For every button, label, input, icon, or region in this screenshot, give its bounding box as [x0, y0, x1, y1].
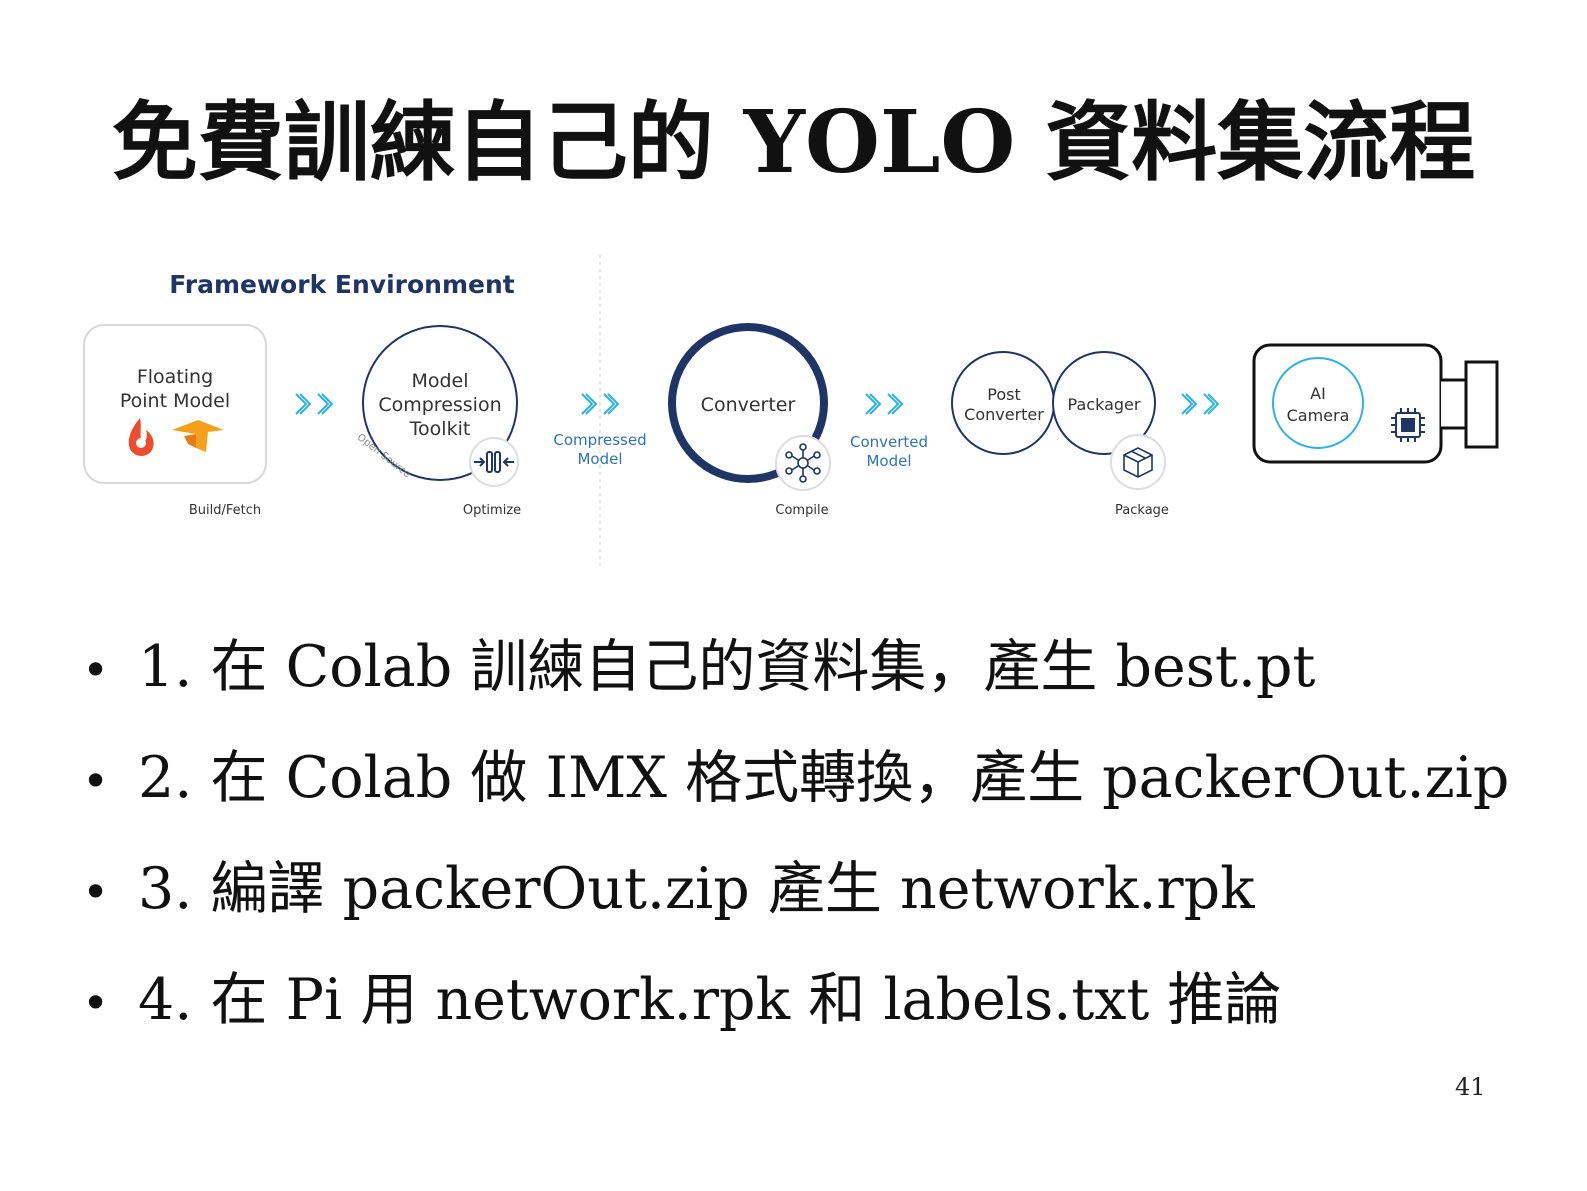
tensorflow-icon	[172, 420, 224, 452]
step-package-label: Package	[1115, 503, 1169, 518]
converted-model-label-2: Model	[866, 452, 911, 470]
ai-camera-circle	[1272, 357, 1364, 449]
compressed-model-label-2: Model	[577, 450, 622, 468]
bullet-icon: •	[82, 865, 110, 919]
step-text-1: 1. 在 Colab 訓練自己的資料集，產生 best.pt	[138, 634, 1316, 700]
bullet-icon: •	[82, 643, 110, 697]
packager-label: Packager	[1068, 395, 1141, 414]
step-text-2: 2. 在 Colab 做 IMX 格式轉換，產生 packerOut.zip	[138, 745, 1510, 811]
compressed-model-label-1: Compressed	[553, 431, 646, 449]
mct-label-1: Model	[411, 370, 468, 392]
chip-icon	[1391, 408, 1425, 442]
chevron-arrow-icon	[581, 393, 620, 415]
mct-circle	[362, 325, 518, 481]
mct-label-3: Toolkit	[409, 418, 471, 440]
compress-icon	[474, 451, 514, 473]
converted-model-label-1: Converted	[850, 433, 928, 451]
steps-list: • 1. 在 Colab 訓練自己的資料集，產生 best.pt • 2. 在 Co…	[82, 612, 1572, 1056]
step-text-3: 3. 編譯 packerOut.zip 產生 network.rpk	[138, 856, 1255, 922]
ai-camera-label-2: Camera	[1287, 406, 1350, 425]
list-item: • 3. 編譯 packerOut.zip 產生 network.rpk	[82, 834, 1572, 945]
workflow-diagram: Framework Environment Floating Point Mod…	[83, 255, 1499, 568]
ai-camera-label-1: AI	[1310, 384, 1326, 403]
camera-lens-mount	[1441, 360, 1499, 449]
list-item: • 4. 在 Pi 用 network.rpk 和 labels.txt 推論	[82, 945, 1572, 1056]
bullet-icon: •	[82, 754, 110, 808]
step-optimize-label: Optimize	[463, 503, 521, 518]
post-converter-label-2: Converter	[964, 405, 1044, 424]
list-item: • 1. 在 Colab 訓練自己的資料集，產生 best.pt	[82, 612, 1572, 723]
packager-circle	[1052, 351, 1156, 455]
chevron-arrow-icon	[865, 393, 904, 415]
step-text-4: 4. 在 Pi 用 network.rpk 和 labels.txt 推論	[138, 967, 1282, 1033]
chevron-arrow-icon	[1181, 393, 1220, 415]
network-icon	[785, 443, 821, 483]
compile-badge	[775, 435, 831, 491]
step-compile-label: Compile	[775, 503, 828, 518]
bullet-icon: •	[82, 976, 110, 1030]
floating-model-label-1: Floating	[137, 366, 213, 388]
slide-title: 免費訓練自己的 YOLO 資料集流程	[111, 92, 1476, 193]
floating-model-label-2: Point Model	[120, 390, 230, 412]
step-build-label: Build/Fetch	[189, 503, 261, 518]
mct-label-2: Compression	[378, 394, 501, 416]
chevron-arrow-icon	[295, 393, 334, 415]
post-converter-label-1: Post	[987, 385, 1020, 404]
converter-label: Converter	[701, 394, 796, 416]
page-number: 41	[1455, 1073, 1486, 1101]
package-box-icon	[1123, 447, 1153, 478]
list-item: • 2. 在 Colab 做 IMX 格式轉換，產生 packerOut.zip	[82, 723, 1572, 834]
flame-icon	[128, 418, 154, 456]
diagram-heading: Framework Environment	[169, 270, 514, 299]
